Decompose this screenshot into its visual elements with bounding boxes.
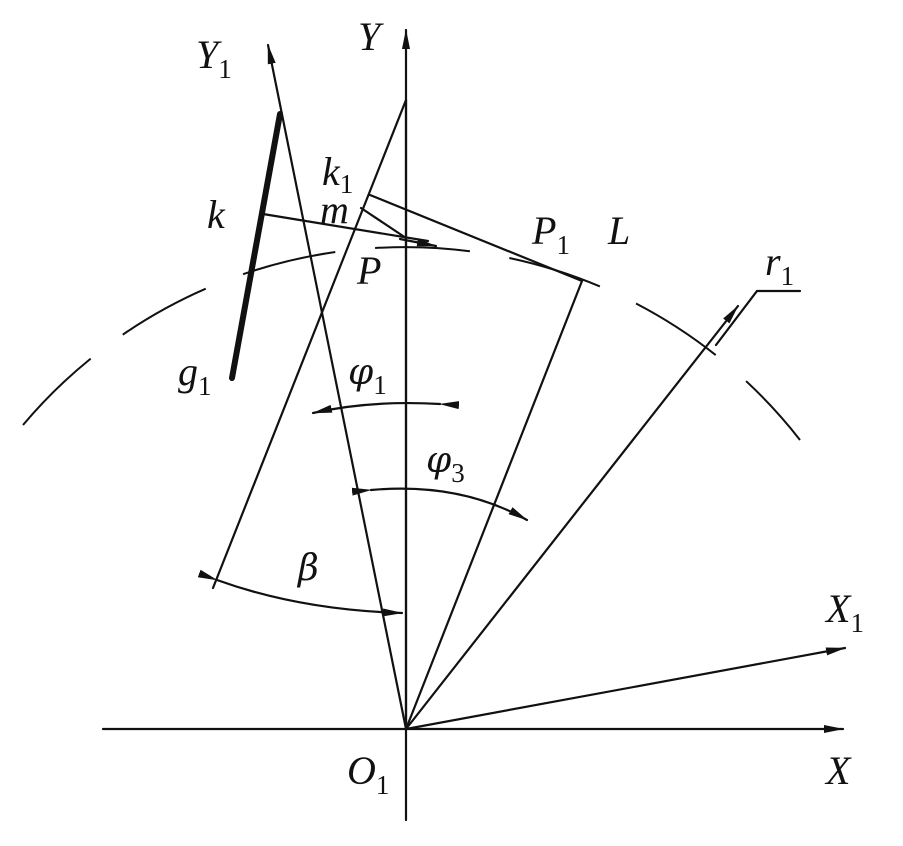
tooth-profile-g1	[229, 111, 283, 381]
label-k: k	[207, 192, 226, 237]
r1-leader	[714, 289, 802, 347]
label-m: m	[320, 187, 349, 232]
p-arrow	[398, 237, 438, 248]
angle-arc-beta	[197, 569, 404, 617]
label-k1: k1	[322, 149, 353, 199]
k1-to-pitch-line	[359, 206, 408, 240]
x1-axis	[404, 646, 847, 731]
beta-rotated-line	[211, 98, 408, 590]
label-g1: g1	[178, 349, 212, 401]
k-to-p-line	[261, 212, 430, 243]
label-Y1: Y1	[196, 32, 232, 84]
pitch-circle-L	[22, 246, 801, 441]
label-phi1: φ1	[348, 352, 387, 400]
radius-r1-line	[404, 304, 740, 731]
label-phi3: φ3	[426, 440, 465, 488]
angle-arc-phi1	[311, 401, 460, 415]
label-P: P	[356, 248, 381, 293]
label-Y: Y	[358, 14, 384, 59]
label-O1: O1	[347, 748, 389, 800]
label-beta: β	[296, 548, 319, 589]
label-r1: r1	[765, 239, 794, 291]
label-L: L	[607, 208, 630, 253]
label-X1: X1	[824, 586, 864, 638]
label-P1: P1	[531, 208, 570, 260]
angle-arc-phi3	[351, 487, 529, 522]
label-X: X	[824, 748, 852, 793]
